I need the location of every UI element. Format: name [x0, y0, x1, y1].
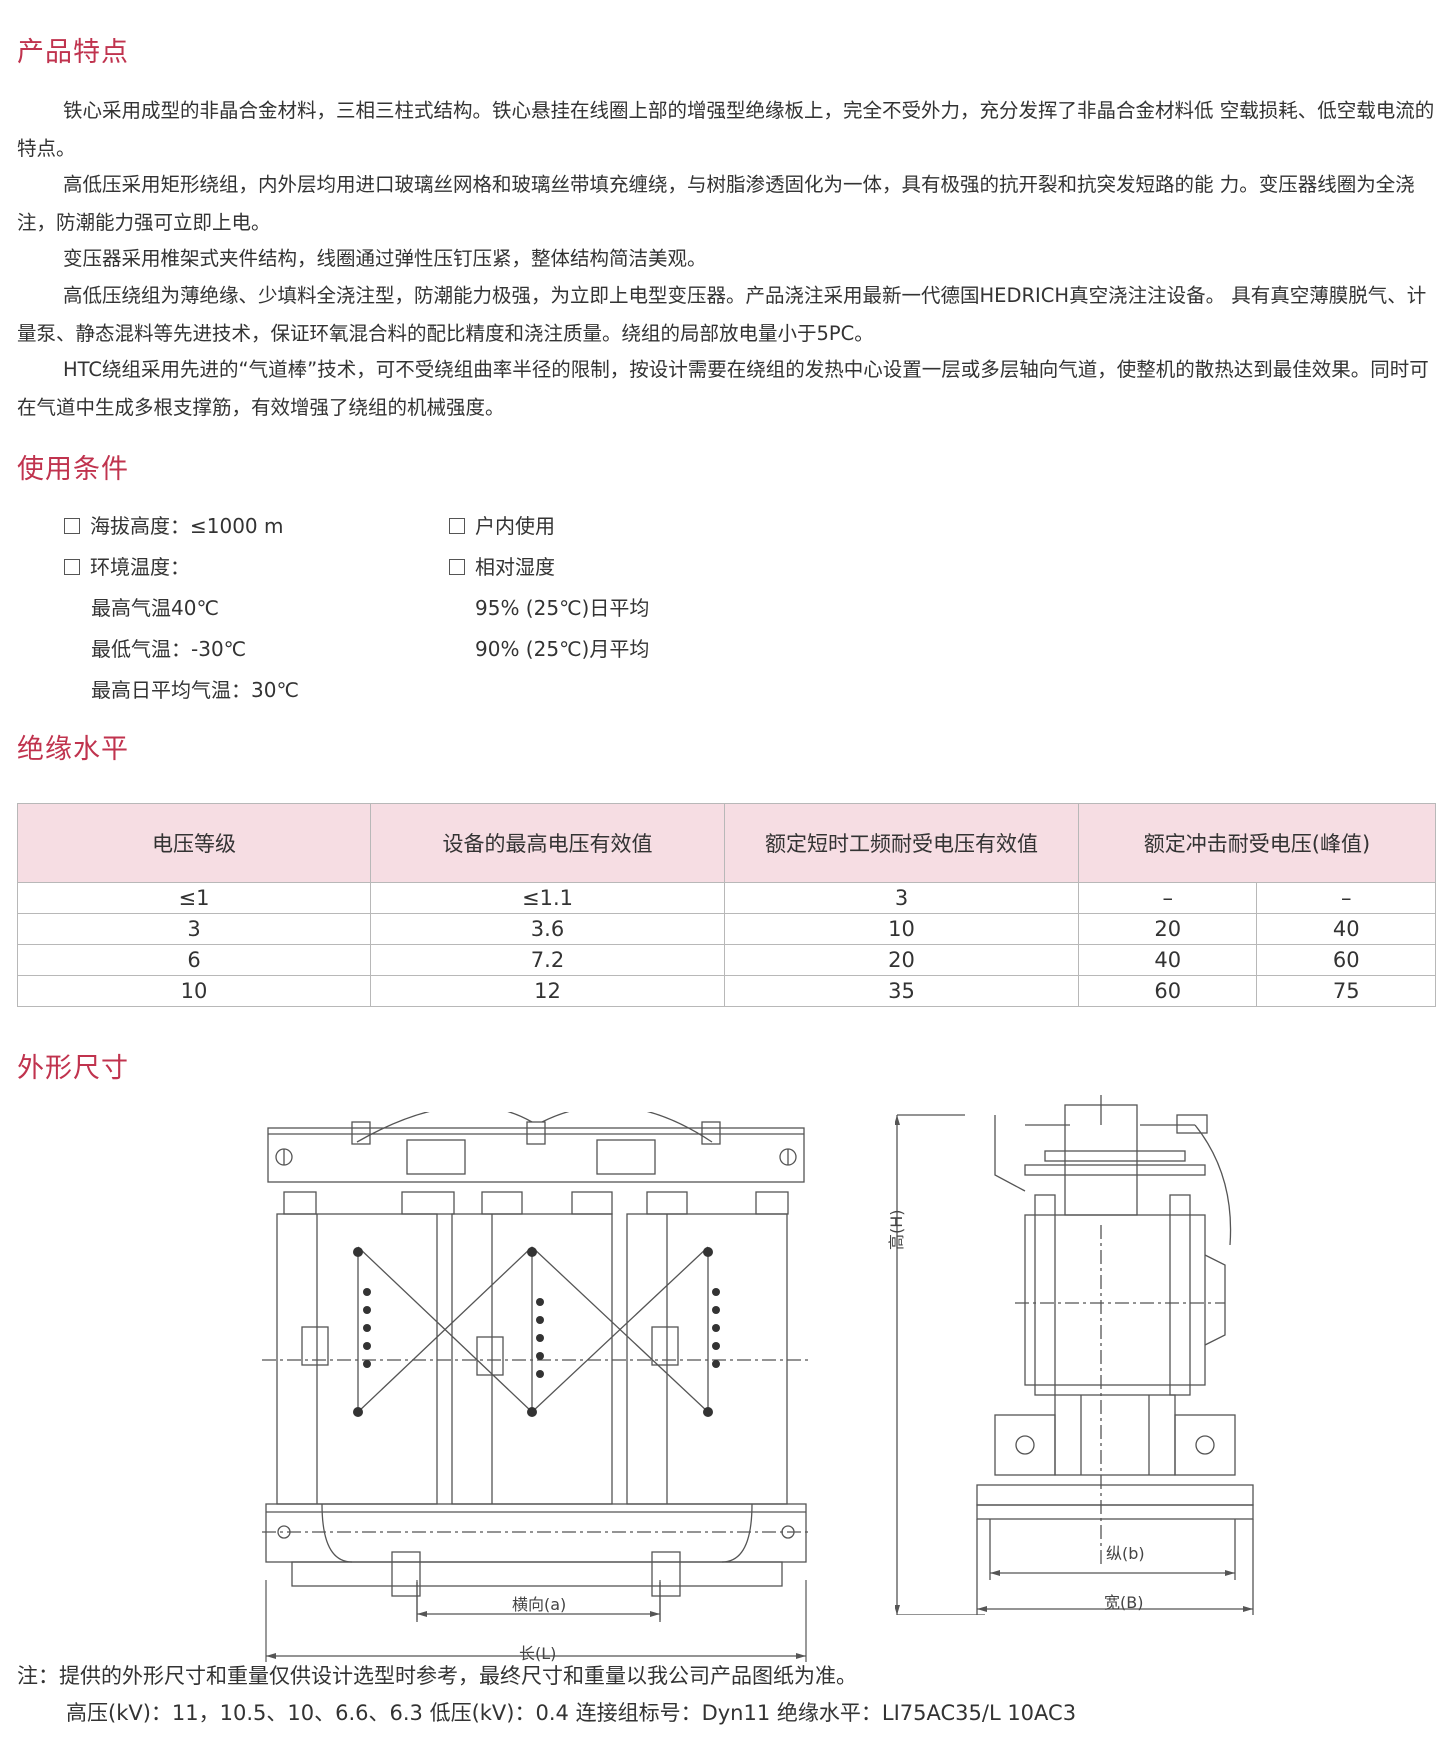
table-cell: 75 — [1256, 975, 1436, 1007]
checkbox-icon — [64, 518, 80, 534]
table-row: ≤1 ≤1.1 3 – – — [17, 882, 1436, 914]
table-header-row: 电压等级 设备的最高电压有效值 额定短时工频耐受电压有效值 额定冲击耐受电压(峰… — [17, 803, 1436, 883]
condition-max-temp: 最高气温40℃ — [91, 596, 219, 620]
table-cell: 3 — [17, 913, 371, 945]
condition-max-daily-avg: 最高日平均气温：30℃ — [91, 678, 299, 702]
table-cell: 60 — [1077, 975, 1258, 1007]
table-cell: 10 — [724, 913, 1079, 945]
feature-paragraph: 高低压采用矩形绕组，内外层均用进口玻璃丝网格和玻璃丝带填充缠绕，与树脂渗透固化为… — [17, 173, 1415, 234]
section-title-insulation: 绝缘水平 — [17, 734, 129, 765]
condition-humidity-daily: 95% (25℃)日平均 — [475, 596, 650, 620]
transformer-side-view-drawing — [895, 1095, 1254, 1615]
table-cell: 12 — [370, 975, 725, 1007]
checkbox-icon — [449, 559, 465, 575]
feature-paragraph: 高低压绕组为薄绝缘、少填料全浇注型，防潮能力极强，为立即上电型变压器。产品浇注采… — [17, 284, 1427, 345]
label-width-b: 宽(B) — [1104, 1593, 1144, 1612]
condition-humidity-monthly: 90% (25℃)月平均 — [475, 637, 650, 661]
label-length-l: 长(L) — [519, 1644, 557, 1663]
table-cell: ≤1 — [17, 882, 371, 914]
table-header: 额定短时工频耐受电压有效值 — [724, 803, 1079, 883]
section-title-conditions: 使用条件 — [17, 454, 129, 485]
table-cell: 20 — [724, 944, 1079, 976]
table-cell: 40 — [1256, 913, 1436, 945]
table-cell: 6 — [17, 944, 371, 976]
insulation-table: 电压等级 设备的最高电压有效值 额定短时工频耐受电压有效值 额定冲击耐受电压(峰… — [17, 803, 1436, 1007]
condition-label: 户内使用 — [475, 514, 555, 538]
table-cell: 60 — [1256, 944, 1436, 976]
table-header: 电压等级 — [17, 803, 371, 883]
table-row: 6 7.2 20 40 60 — [17, 944, 1436, 976]
condition-humidity: 相对湿度 — [449, 551, 555, 580]
table-cell: – — [1256, 882, 1436, 914]
section-title-features: 产品特点 — [17, 37, 129, 68]
note-line-1: 注：提供的外形尺寸和重量仅供设计选型时参考，最终尺寸和重量以我公司产品图纸为准。 — [17, 1664, 857, 1688]
condition-indoor: 户内使用 — [449, 510, 555, 539]
condition-min-temp: 最低气温：-30℃ — [91, 637, 247, 661]
condition-label: 环境温度： — [90, 555, 190, 579]
table-cell: 40 — [1077, 944, 1258, 976]
table-header: 额定冲击耐受电压(峰值) — [1078, 803, 1436, 883]
checkbox-icon — [449, 518, 465, 534]
feature-paragraph: 变压器采用椎架式夹件结构，线圈通过弹性压钉压紧，整体结构简洁美观。 — [63, 247, 707, 270]
feature-paragraph: HTC绕组采用先进的“气道棒”技术，可不受绕组曲率半径的限制，按设计需要在绕组的… — [17, 358, 1429, 419]
table-cell: 3 — [724, 882, 1079, 914]
table-cell: 20 — [1077, 913, 1258, 945]
label-height-h: 高(H) — [887, 1209, 906, 1250]
condition-ambient: 环境温度： — [64, 551, 190, 580]
condition-label: 相对湿度 — [475, 555, 555, 579]
feature-paragraph: 铁心采用成型的非晶合金材料，三相三柱式结构。铁心悬挂在线圈上部的增强型绝缘板上，… — [17, 99, 1435, 160]
condition-label: 海拔高度：≤1000 m — [90, 514, 284, 538]
label-lateral-a: 横向(a) — [512, 1595, 567, 1614]
table-cell: ≤1.1 — [370, 882, 725, 914]
table-cell: 10 — [17, 975, 371, 1007]
table-row: 3 3.6 10 20 40 — [17, 913, 1436, 945]
checkbox-icon — [64, 559, 80, 575]
note-line-2: 高压(kV)：11，10.5、10、6.6、6.3 低压(kV)：0.4 连接组… — [66, 1701, 1077, 1725]
table-cell: 35 — [724, 975, 1079, 1007]
condition-altitude: 海拔高度：≤1000 m — [64, 510, 284, 539]
table-cell: 3.6 — [370, 913, 725, 945]
table-header: 设备的最高电压有效值 — [370, 803, 725, 883]
table-cell: – — [1077, 882, 1258, 914]
front-view-dimensions — [265, 1580, 807, 1662]
label-longitudinal-b: 纵(b) — [1106, 1544, 1145, 1563]
table-cell: 7.2 — [370, 944, 725, 976]
transformer-front-view-drawing — [262, 1112, 810, 1622]
table-row: 10 12 35 60 75 — [17, 975, 1436, 1007]
section-title-dimensions: 外形尺寸 — [17, 1053, 129, 1084]
